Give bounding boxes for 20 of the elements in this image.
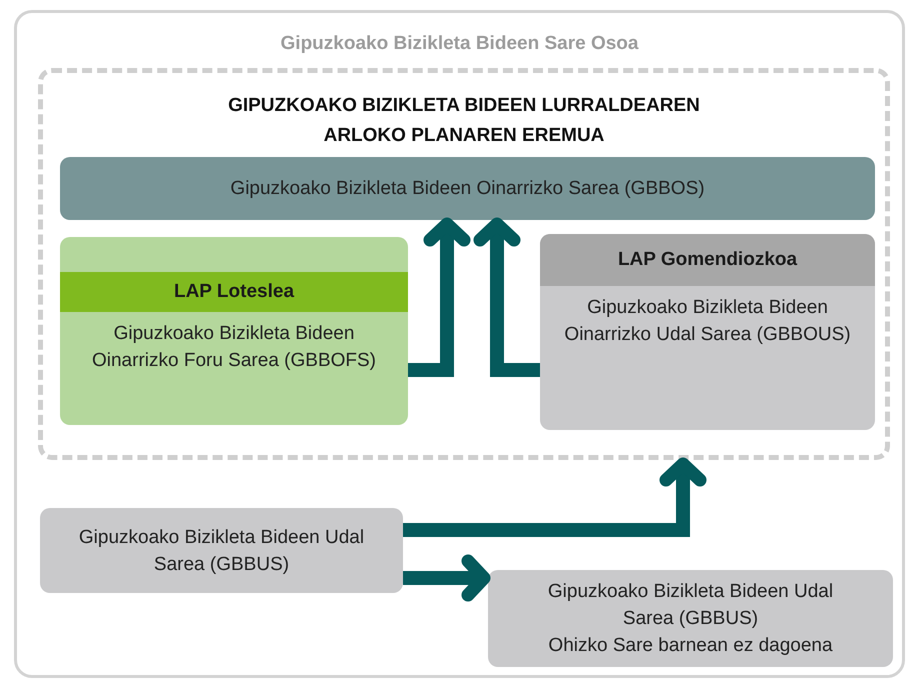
network-bar xyxy=(60,157,875,220)
card-text: Gipuzkoako Bizikleta Bideen Oinarrizko Udal Sarea (GBBOUS) xyxy=(563,296,852,347)
arrow xyxy=(403,458,706,537)
box-text: Gipuzkoako Bizikleta Bideen Udal Sarea (GBBUS) xyxy=(78,526,366,576)
arrow xyxy=(408,218,470,377)
arrow xyxy=(403,554,490,602)
box-text: Gipuzkoako Bizikleta Bideen Oinarrizko Sarea (GBBOS) xyxy=(229,177,706,201)
box-text: Gipuzkoako Bizikleta Bideen Udal Sarea (GBBUS) xyxy=(546,580,834,631)
card-header: LAP Loteslea xyxy=(60,272,408,312)
network-card xyxy=(60,237,408,425)
region-title: GIPUZKOAKO BIZIKLETA BIDEEN LURRALDEAREN ARLOKO PLANAREN EREMUA xyxy=(227,94,701,148)
region-title: Gipuzkoako Bizikleta Bideen Sare Osoa xyxy=(280,32,638,56)
network-box xyxy=(488,570,893,667)
network-card xyxy=(540,234,875,430)
network-box xyxy=(40,508,403,593)
card-header: LAP Gomendiozkoa xyxy=(540,234,875,286)
box-text: Ohizko Sare barnean ez dagoena xyxy=(547,634,834,658)
dashed-region xyxy=(38,68,890,460)
frame-box xyxy=(14,10,905,678)
card-text: Gipuzkoako Bizikleta Bideen Oinarrizko Foru Sarea (GBBOFS) xyxy=(90,322,378,373)
